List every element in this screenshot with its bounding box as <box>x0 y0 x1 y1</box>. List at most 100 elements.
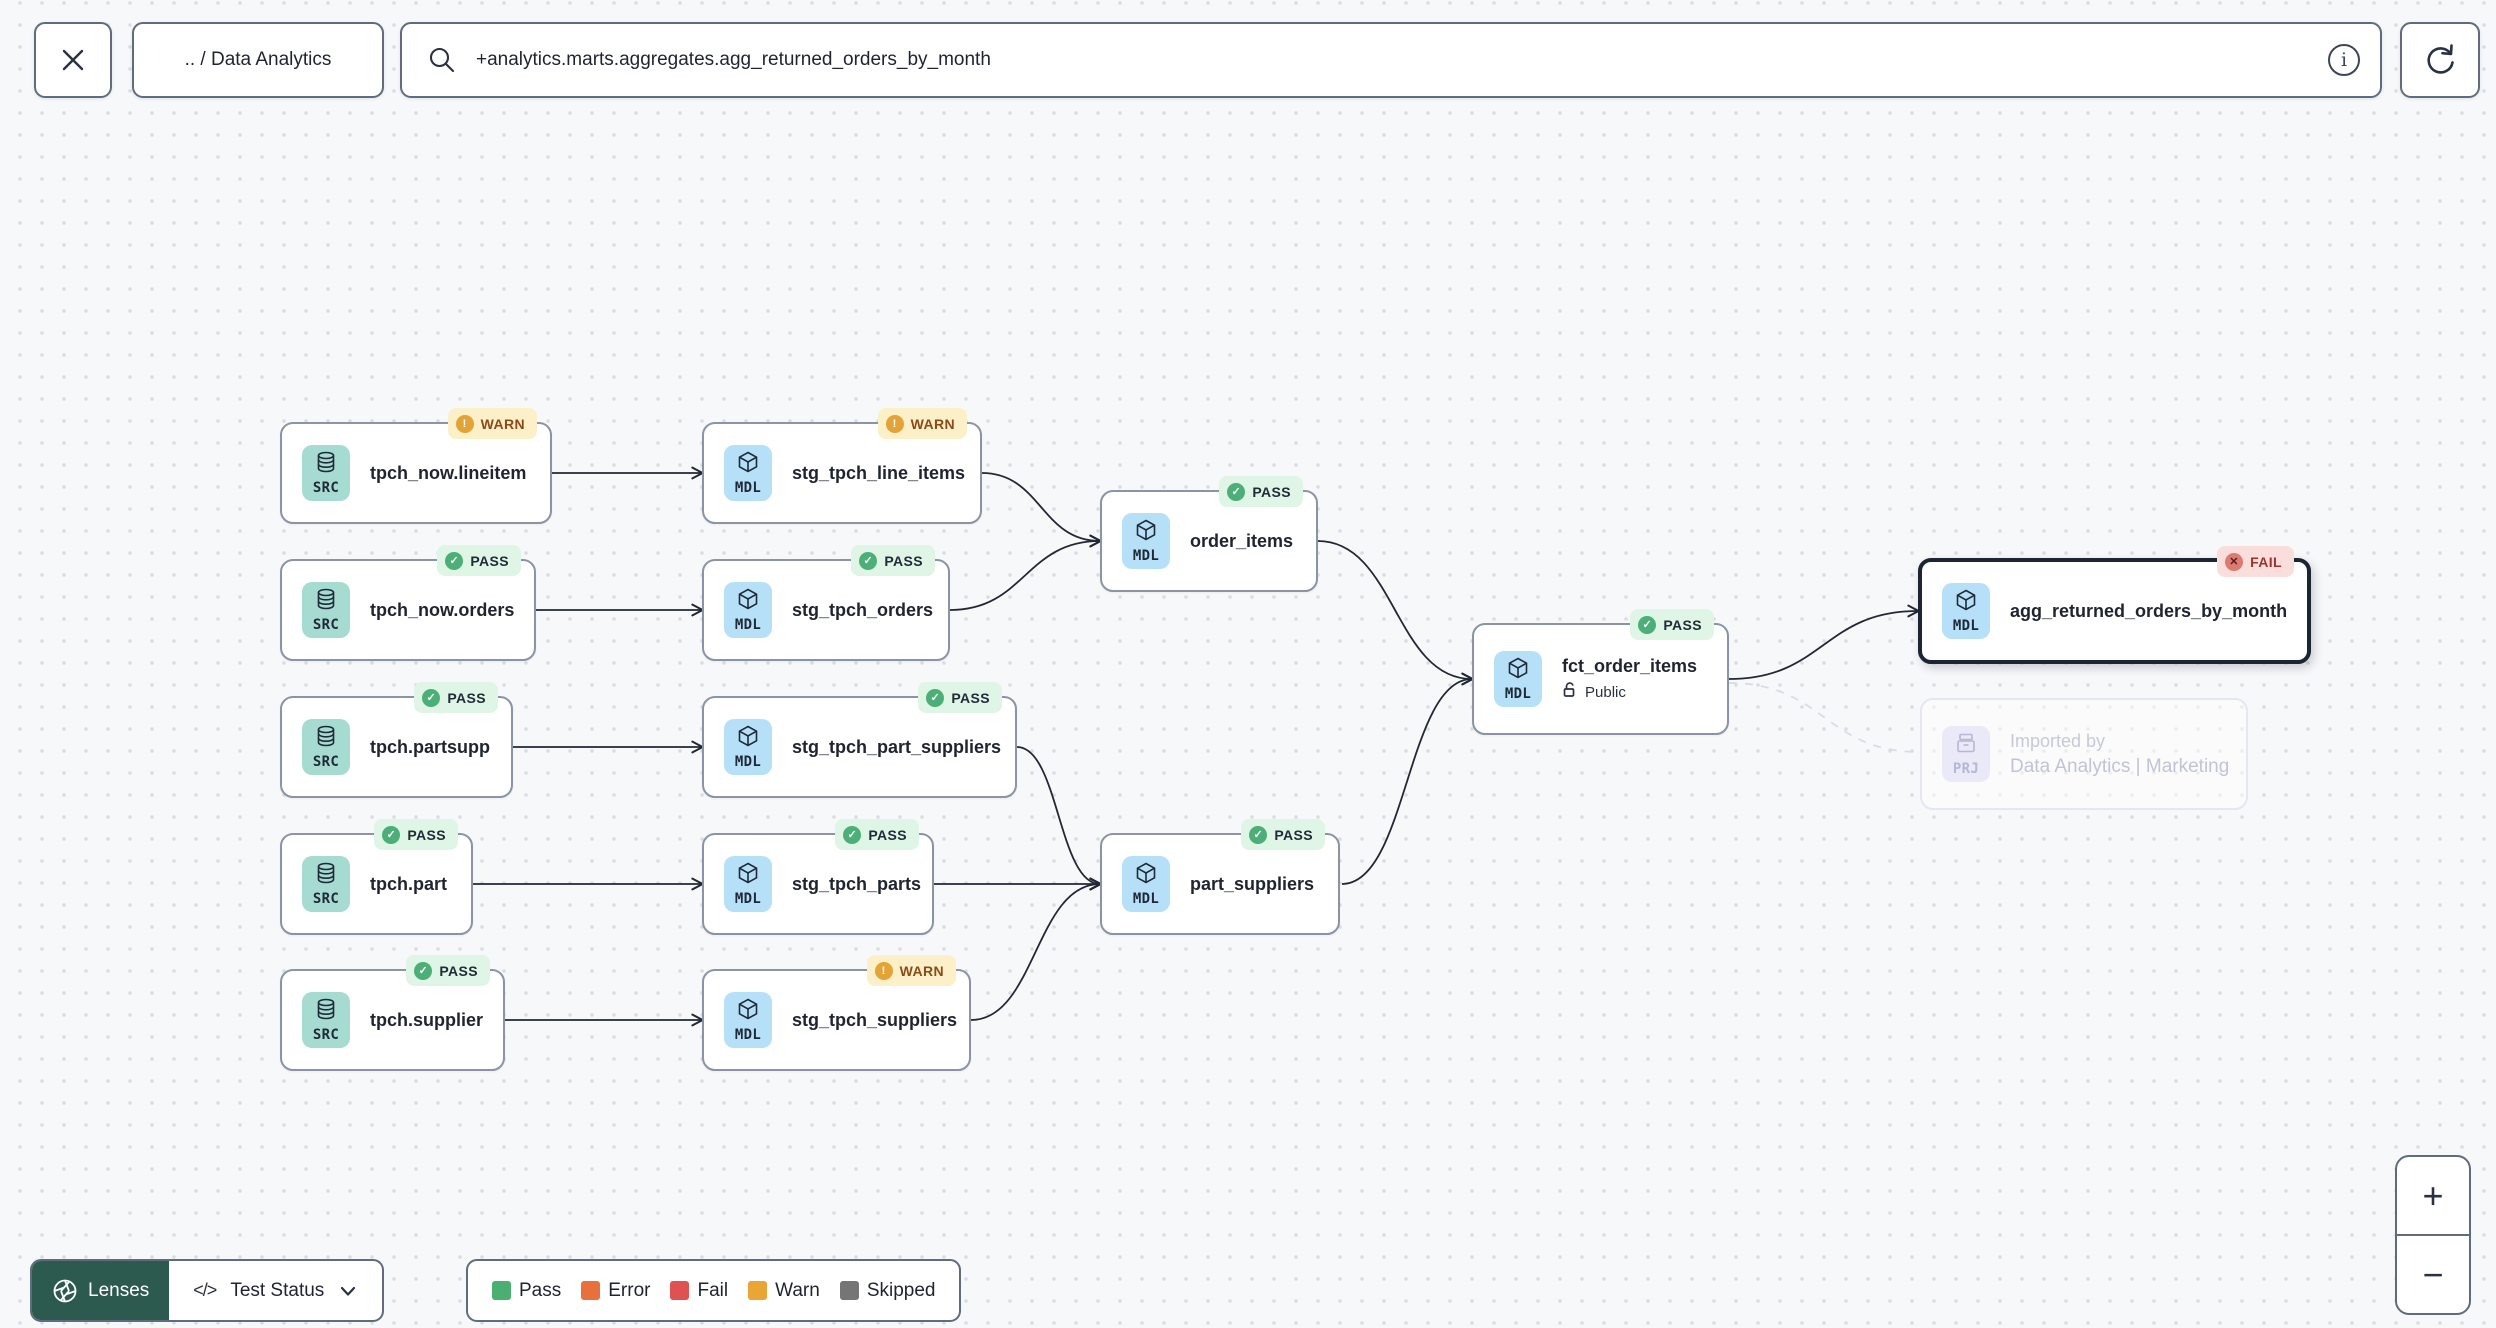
node-label: tpch.partsupp <box>370 736 490 757</box>
close-button[interactable] <box>34 22 112 98</box>
database-icon <box>314 724 338 753</box>
node-kind-label: MDL <box>1132 548 1160 564</box>
zoom-in-button[interactable]: + <box>2422 1174 2444 1216</box>
legend-color-swatch <box>670 1281 690 1300</box>
status-label: PASS <box>470 552 509 569</box>
status-dot-icon: ! <box>455 414 474 433</box>
status-badge: ✓ PASS <box>1219 476 1303 507</box>
lineage-node-fct_order_items[interactable]: MDL fct_order_items Public ✓ PASS <box>1472 609 1729 735</box>
cube-icon <box>1506 656 1530 685</box>
lineage-node-stg_tpch_line_items[interactable]: MDL stg_tpch_line_items ! WARN <box>702 408 982 524</box>
cube-icon <box>1134 861 1158 890</box>
lineage-node-tpch_part[interactable]: SRC tpch.part ✓ PASS <box>280 819 473 935</box>
node-kind-label: PRJ <box>1952 761 1980 777</box>
lineage-node-tpch_now_orders[interactable]: SRC tpch_now.orders ✓ PASS <box>280 545 536 661</box>
lineage-node-tpch_supplier[interactable]: SRC tpch.supplier ✓ PASS <box>280 955 505 1071</box>
code-icon: </> <box>193 1280 217 1300</box>
legend-item: Fail <box>670 1280 728 1302</box>
status-dot-icon: ✓ <box>382 825 401 844</box>
status-badge: ✓ PASS <box>414 682 498 713</box>
node-kind-label: MDL <box>734 891 762 907</box>
lineage-node-tpch_partsupp[interactable]: SRC tpch.partsupp ✓ PASS <box>280 682 513 798</box>
status-dot-icon: ✓ <box>422 688 441 707</box>
legend-color-swatch <box>581 1281 601 1300</box>
node-kind-label: MDL <box>1952 618 1980 634</box>
status-label: FAIL <box>2250 553 2282 570</box>
node-label: stg_tpch_part_suppliers <box>792 736 1002 757</box>
status-label: WARN <box>899 962 944 979</box>
status-badge: ✓ PASS <box>406 955 490 986</box>
cube-icon <box>736 450 760 479</box>
legend-label: Error <box>608 1279 651 1301</box>
legend-color-swatch <box>492 1281 511 1300</box>
status-dot-icon: ✓ <box>445 551 464 570</box>
lineage-node-order_items[interactable]: MDL order_items ✓ PASS <box>1100 476 1318 592</box>
lineage-node-part_suppliers[interactable]: MDL part_suppliers ✓ PASS <box>1100 819 1340 935</box>
lineage-node-imported_by_project: PRJ Imported by Data Analytics | Marketi… <box>1920 698 2248 810</box>
zoom-divider <box>2397 1234 2469 1236</box>
node-label: order_items <box>1190 530 1294 551</box>
node-label: stg_tpch_suppliers <box>792 1009 958 1030</box>
status-badge: ✓ PASS <box>918 682 1002 713</box>
lineage-node-stg_tpch_orders[interactable]: MDL stg_tpch_orders ✓ PASS <box>702 545 950 661</box>
status-badge: ! WARN <box>866 955 956 986</box>
lineage-node-tpch_now_lineitem[interactable]: SRC tpch_now.lineitem ! WARN <box>280 408 552 524</box>
project-icon <box>1954 731 1978 760</box>
lenses-button[interactable]: Lenses <box>32 1261 170 1320</box>
lenses-control: Lenses </> Test Status <box>30 1259 385 1322</box>
status-label: WARN <box>480 415 525 432</box>
search-box[interactable]: i <box>400 22 2382 98</box>
node-kind-label: MDL <box>734 480 762 496</box>
status-label: PASS <box>439 962 478 979</box>
database-icon <box>314 587 338 616</box>
status-label: PASS <box>884 552 923 569</box>
lineage-edge <box>970 884 1100 1021</box>
status-dot-icon: ✓ <box>414 961 433 980</box>
status-legend: Pass Error Fail Warn Skipped <box>466 1259 962 1322</box>
status-badge: ✓ PASS <box>437 545 521 576</box>
lineage-node-agg_returned_orders_by_month[interactable]: MDL agg_returned_orders_by_month ✕ FAIL <box>1918 546 2311 664</box>
refresh-button[interactable] <box>2400 22 2480 98</box>
status-label: PASS <box>951 689 990 706</box>
cube-icon <box>1954 588 1978 617</box>
selected-lens-label: Test Status <box>230 1279 325 1301</box>
node-label: stg_tpch_parts <box>792 873 922 894</box>
status-dot-icon: ✓ <box>1638 615 1657 634</box>
status-dot-icon: ✓ <box>1249 825 1268 844</box>
lineage-node-stg_tpch_suppliers[interactable]: MDL stg_tpch_suppliers ! WARN <box>702 955 971 1071</box>
node-kind-label: MDL <box>734 754 762 770</box>
cube-icon <box>736 861 760 890</box>
node-access-label: Public <box>1562 682 1697 702</box>
node-kind-label: MDL <box>1132 891 1160 907</box>
lens-selector[interactable]: </> Test Status <box>169 1280 382 1302</box>
node-label: tpch.supplier <box>370 1009 484 1030</box>
node-label: Imported by <box>2010 730 2106 751</box>
cube-icon <box>736 997 760 1026</box>
lineage-node-stg_tpch_part_suppliers[interactable]: MDL stg_tpch_part_suppliers ✓ PASS <box>702 682 1017 798</box>
search-input[interactable] <box>474 48 2328 72</box>
status-label: PASS <box>447 689 486 706</box>
database-icon <box>314 861 338 890</box>
breadcrumb[interactable]: .. / Data Analytics <box>132 22 384 98</box>
lineage-node-stg_tpch_parts[interactable]: MDL stg_tpch_parts ✓ PASS <box>702 819 934 935</box>
node-label: part_suppliers <box>1190 873 1315 894</box>
search-icon <box>429 47 455 73</box>
legend-color-swatch <box>748 1281 768 1300</box>
legend-item: Pass <box>492 1280 561 1302</box>
legend-item: Warn <box>748 1280 820 1302</box>
node-label: tpch_now.orders <box>370 599 515 620</box>
database-icon <box>314 997 338 1026</box>
legend-label: Fail <box>697 1279 729 1301</box>
zoom-out-button[interactable]: − <box>2422 1253 2444 1295</box>
status-dot-icon: ! <box>874 961 893 980</box>
info-icon[interactable]: i <box>2328 44 2360 76</box>
node-kind-label: MDL <box>734 1027 762 1043</box>
status-label: PASS <box>407 826 446 843</box>
status-dot-icon: ! <box>885 414 904 433</box>
lineage-edge <box>1728 611 1918 680</box>
cube-icon <box>736 587 760 616</box>
lineage-edge <box>1016 746 1100 884</box>
status-label: PASS <box>1274 826 1313 843</box>
cube-icon <box>736 724 760 753</box>
